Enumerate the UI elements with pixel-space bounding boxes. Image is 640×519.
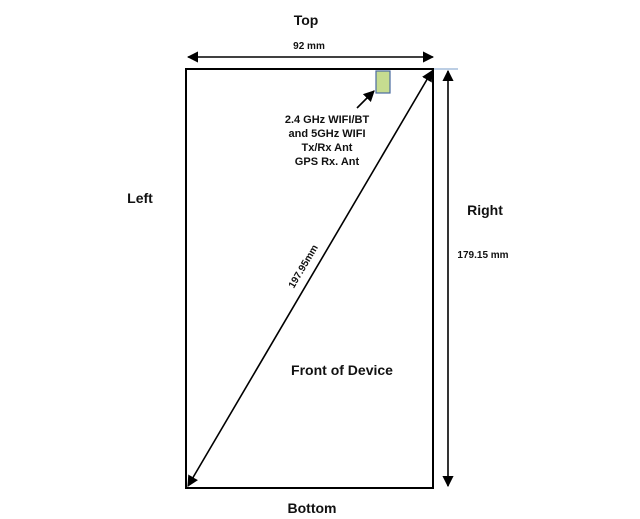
width-dimension-label: 92 mm bbox=[293, 41, 325, 52]
antenna-location-box bbox=[375, 70, 391, 94]
diagonal-dimension-arrow bbox=[187, 70, 433, 487]
antenna-label-line-4: GPS Rx. Ant bbox=[295, 156, 360, 168]
antenna-pointer-arrow bbox=[356, 90, 375, 109]
right-label: Right bbox=[467, 202, 503, 218]
antenna-label-line-2: and 5GHz WIFI bbox=[289, 128, 366, 140]
bottom-label: Bottom bbox=[288, 500, 337, 516]
height-dimension-label: 179.15 mm bbox=[457, 250, 508, 261]
device-outline bbox=[185, 68, 434, 489]
front-of-device-label: Front of Device bbox=[291, 362, 393, 378]
left-label: Left bbox=[127, 190, 153, 206]
top-label: Top bbox=[294, 12, 319, 28]
antenna-label-line-3: Tx/Rx Ant bbox=[302, 142, 353, 154]
diagonal-dimension-label: 197.95mm bbox=[287, 243, 321, 290]
antenna-label-line-1: 2.4 GHz WIFI/BT bbox=[285, 114, 370, 126]
